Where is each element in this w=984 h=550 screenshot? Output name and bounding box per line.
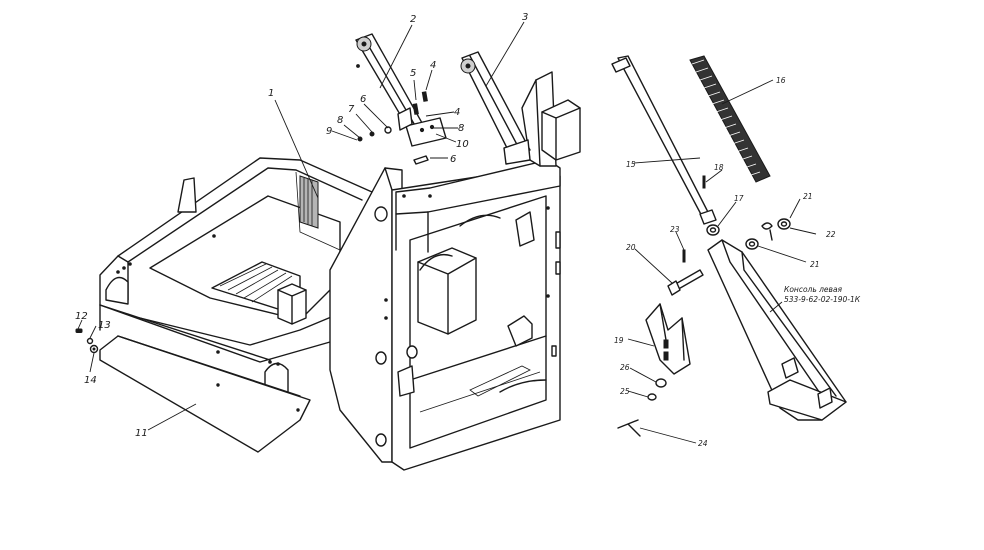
spring-16	[689, 55, 771, 183]
label-4a: 4	[430, 60, 436, 71]
label-8a: 8	[337, 115, 343, 126]
label-7: 7	[348, 104, 355, 115]
label-8b: 8	[458, 123, 464, 134]
bracket-10	[397, 107, 447, 165]
label-10: 10	[456, 139, 469, 150]
label-12: 12	[75, 311, 88, 322]
leader-lines	[77, 21, 817, 444]
bracket-19	[645, 303, 691, 375]
right-arm	[460, 51, 531, 165]
label-4b: 4	[454, 107, 460, 118]
label-11: 11	[135, 428, 148, 439]
label-2: 2	[410, 14, 416, 25]
rod-15	[611, 55, 717, 225]
label-16: 16	[776, 76, 786, 85]
small-fasteners	[357, 91, 428, 142]
console-left	[707, 239, 847, 421]
label-13: 13	[98, 320, 111, 331]
frame-right-box	[329, 71, 581, 471]
bottom-plate	[99, 335, 311, 453]
bolt-20	[667, 249, 704, 296]
label-23: 23	[670, 225, 680, 234]
label-17: 17	[734, 194, 744, 203]
label-14: 14	[84, 375, 97, 386]
label-18: 18	[714, 163, 724, 172]
label-15: 15	[626, 160, 636, 169]
label-5: 5	[410, 68, 416, 79]
label-6a: 6	[360, 94, 366, 105]
label-25: 25	[620, 387, 630, 396]
left-arm	[355, 33, 427, 139]
label-21a: 21	[803, 192, 813, 201]
label-24: 24	[698, 439, 708, 448]
label-9: 9	[326, 126, 332, 137]
label-3: 3	[522, 12, 528, 23]
label-6b: 6	[450, 154, 456, 165]
label-19: 19	[614, 336, 624, 345]
console-small-parts	[702, 175, 791, 250]
label-1: 1	[268, 88, 274, 99]
label-26: 26	[620, 363, 630, 372]
label-20: 20	[626, 243, 636, 252]
console-caption-line1: Консоль левая	[784, 285, 843, 294]
frame-body	[99, 157, 373, 403]
left-fasteners	[75, 328, 99, 354]
part-labels: 1 2 3 4 4 5 6 6 7 8 8 9 10 11 12 13 14 1…	[75, 12, 861, 448]
label-22: 22	[826, 230, 836, 239]
console-caption-line2: 533-9-62-02-190-1К	[784, 295, 861, 304]
label-21b: 21	[810, 260, 820, 269]
